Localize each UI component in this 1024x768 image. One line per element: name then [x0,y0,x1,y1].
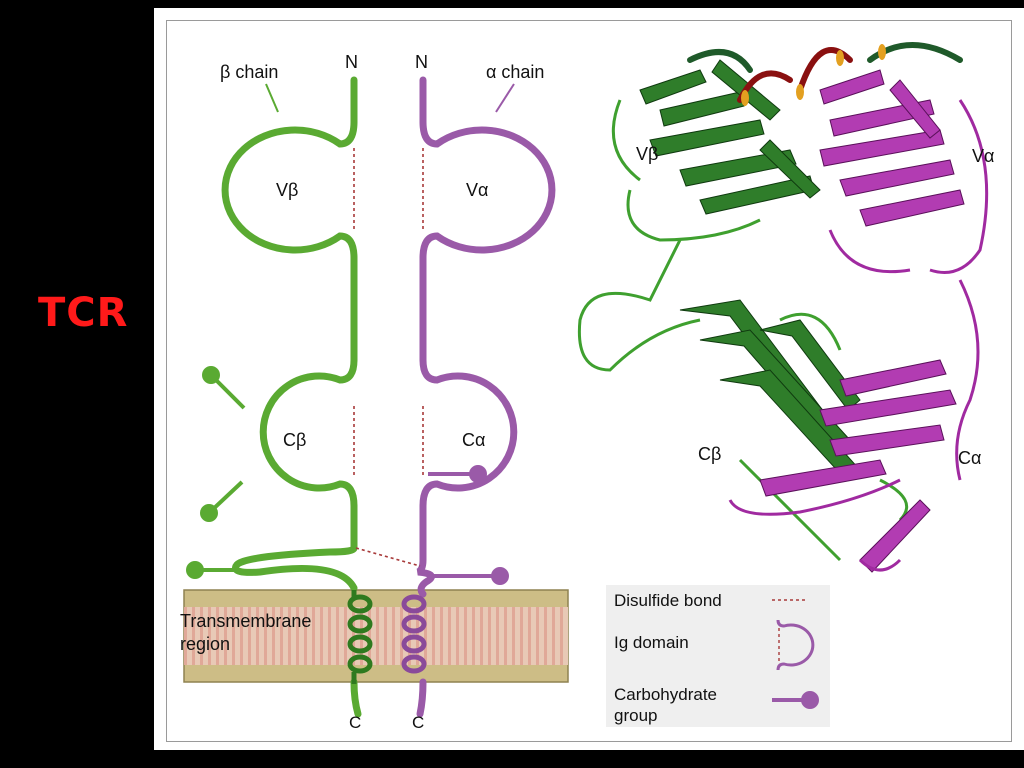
v-beta-ribbon [639,59,821,215]
ribbon-structure [577,42,989,573]
alpha-chain-label: α chain [486,62,544,82]
slide-title: TCR [38,290,129,336]
c-alpha-ribbon [759,359,957,573]
structure-c-beta-label: Cβ [698,444,721,464]
v-alpha-label: Vα [466,180,488,200]
c-terminus-alpha: C [412,713,424,732]
beta-chain [221,76,362,718]
beta-helix [347,590,373,684]
transmembrane-region [183,589,569,683]
legend-ig-domain-label: Ig domain [614,633,689,652]
n-terminus-alpha: N [415,52,428,72]
v-beta-domain [221,118,358,262]
c-terminus-beta: C [349,713,361,732]
beta-chain-label: β chain [220,62,278,82]
beta-carbohydrate-groups [186,366,246,579]
legend-carbohydrate-swatch [772,691,819,709]
alpha-carbohydrate-groups [428,465,509,585]
membrane-label-line1: Transmembrane [180,611,311,631]
v-alpha-domain [419,118,556,262]
c-beta-label: Cβ [283,430,306,450]
figure-frame [166,20,1012,742]
c-alpha-label: Cα [462,430,485,450]
disulfide-bonds [353,148,424,567]
beta-chain-pointer [265,83,279,113]
c-beta-domain [259,356,358,510]
v-beta-label: Vβ [276,180,298,200]
legend-carbohydrate-line2: group [614,706,657,725]
structure-v-beta-label: Vβ [636,144,658,164]
v-alpha-ribbon [819,69,965,227]
structure-c-alpha-label: Cα [958,448,981,468]
alpha-chain-pointer [495,83,515,113]
legend: Disulfide bond Ig domain Carbohydrate gr… [606,585,830,727]
legend-disulfide-label: Disulfide bond [614,591,722,610]
alpha-helix [401,594,427,674]
structure-v-alpha-label: Vα [972,146,994,166]
membrane-label-line2: region [180,634,230,654]
legend-carbohydrate-line1: Carbohydrate [614,685,717,704]
c-alpha-domain [419,356,518,510]
legend-ig-domain-swatch [776,619,815,671]
n-terminus-beta: N [345,52,358,72]
